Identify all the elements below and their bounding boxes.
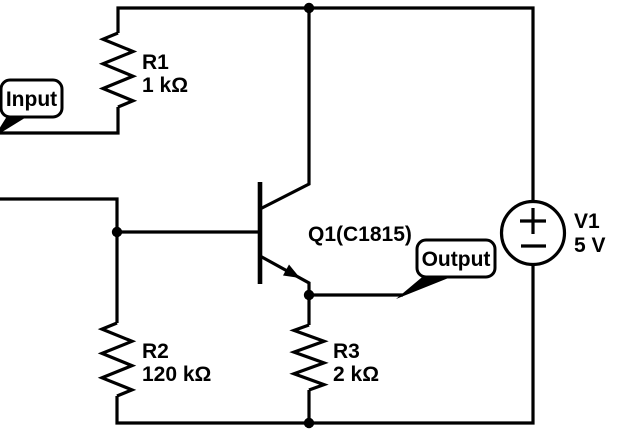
resistor-r2: R2 120 kΩ (97, 321, 211, 398)
input-callout-box (0, 78, 64, 119)
transistor-q1-designator: Q1(C1815) (308, 223, 412, 246)
wire-top-rail (116, 6, 535, 202)
resistor-r3-designator: R3 (333, 340, 360, 363)
resistor-r3: R3 2 kΩ (289, 323, 379, 392)
junction-dot-emitter-node (303, 289, 315, 301)
voltage-source-v1-designator: V1 (574, 210, 600, 233)
input-callout: Input (0, 78, 64, 134)
resistor-r3-symbol (289, 323, 329, 392)
circuit: R1 1 kΩ R2 120 kΩ R3 2 kΩ Q1(C18 (0, 2, 606, 429)
wire-input-upper (0, 107, 120, 135)
wires (0, 6, 535, 425)
resistor-r3-value: 2 kΩ (333, 363, 379, 386)
wire-input-lower (0, 197, 119, 323)
junction-dots (111, 2, 315, 429)
output-callout: Output (396, 238, 497, 299)
input-callout-label: Input (6, 88, 57, 111)
voltage-source-v1-value: 5 V (574, 234, 606, 257)
resistor-r2-value: 120 kΩ (142, 363, 211, 386)
junction-dot-base-node (111, 226, 123, 238)
voltage-source-v1: V1 5 V (499, 199, 606, 267)
transistor-q1-emitter-arrow-icon (283, 264, 300, 278)
junction-dot-collector-rail (303, 2, 315, 14)
resistor-r2-symbol (97, 321, 137, 398)
output-callout-tail (396, 273, 451, 299)
output-callout-box (415, 238, 497, 279)
transistor-q1: Q1(C1815) (257, 8, 412, 295)
junction-dot-ground-rail (303, 417, 315, 429)
wire-bottom-rail (115, 264, 535, 425)
plus-icon (520, 208, 546, 234)
resistor-r2-designator: R2 (142, 340, 169, 363)
resistor-r1: R1 1 kΩ (98, 31, 188, 109)
resistor-r1-value: 1 kΩ (142, 74, 188, 97)
resistor-r1-designator: R1 (142, 51, 169, 74)
transistor-q1-collector (259, 8, 311, 211)
resistor-r1-symbol (98, 31, 138, 109)
output-callout-label: Output (422, 248, 491, 271)
